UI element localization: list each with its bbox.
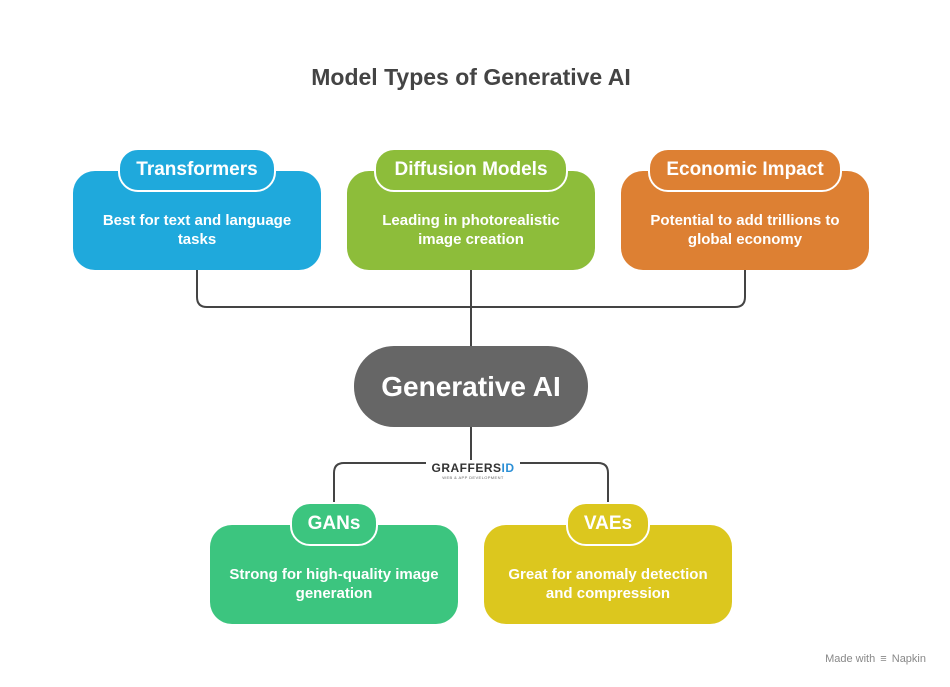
footer-brand: Napkin [891, 653, 926, 665]
economic-impact-description: Potential to add trillions to global eco… [650, 212, 840, 248]
logo-brand-accent: ID [501, 461, 515, 475]
made-with-napkin[interactable]: Made with ≡ Napkin [825, 653, 926, 665]
economic-impact-label: Economic Impact [648, 148, 842, 192]
diffusion-models-card: Leading in photorealistic image creation [347, 171, 595, 270]
logo-brand-main: GRAFFERS [431, 461, 502, 475]
diffusion-models-description: Leading in photorealistic image creation [382, 212, 560, 248]
transformers-label: Transformers [118, 148, 276, 192]
vaes-description: Great for anomaly detection and compress… [508, 566, 708, 602]
napkin-icon: ≡ [880, 653, 887, 665]
generative-ai-node: Generative AI [354, 346, 588, 427]
diagram-title: Model Types of Generative AI [311, 64, 631, 90]
gans-description: Strong for high-quality image generation [229, 566, 439, 602]
graffersid-logo: GRAFFERSID WEB & APP DEVELOPMENT [426, 460, 520, 486]
footer-prefix: Made with [825, 653, 876, 665]
logo-tagline: WEB & APP DEVELOPMENT [442, 475, 504, 480]
diffusion-models-label: Diffusion Models [374, 148, 568, 192]
gans-label: GANs [290, 502, 378, 546]
transformers-description: Best for text and language tasks [102, 212, 292, 248]
vaes-label: VAEs [566, 502, 650, 546]
